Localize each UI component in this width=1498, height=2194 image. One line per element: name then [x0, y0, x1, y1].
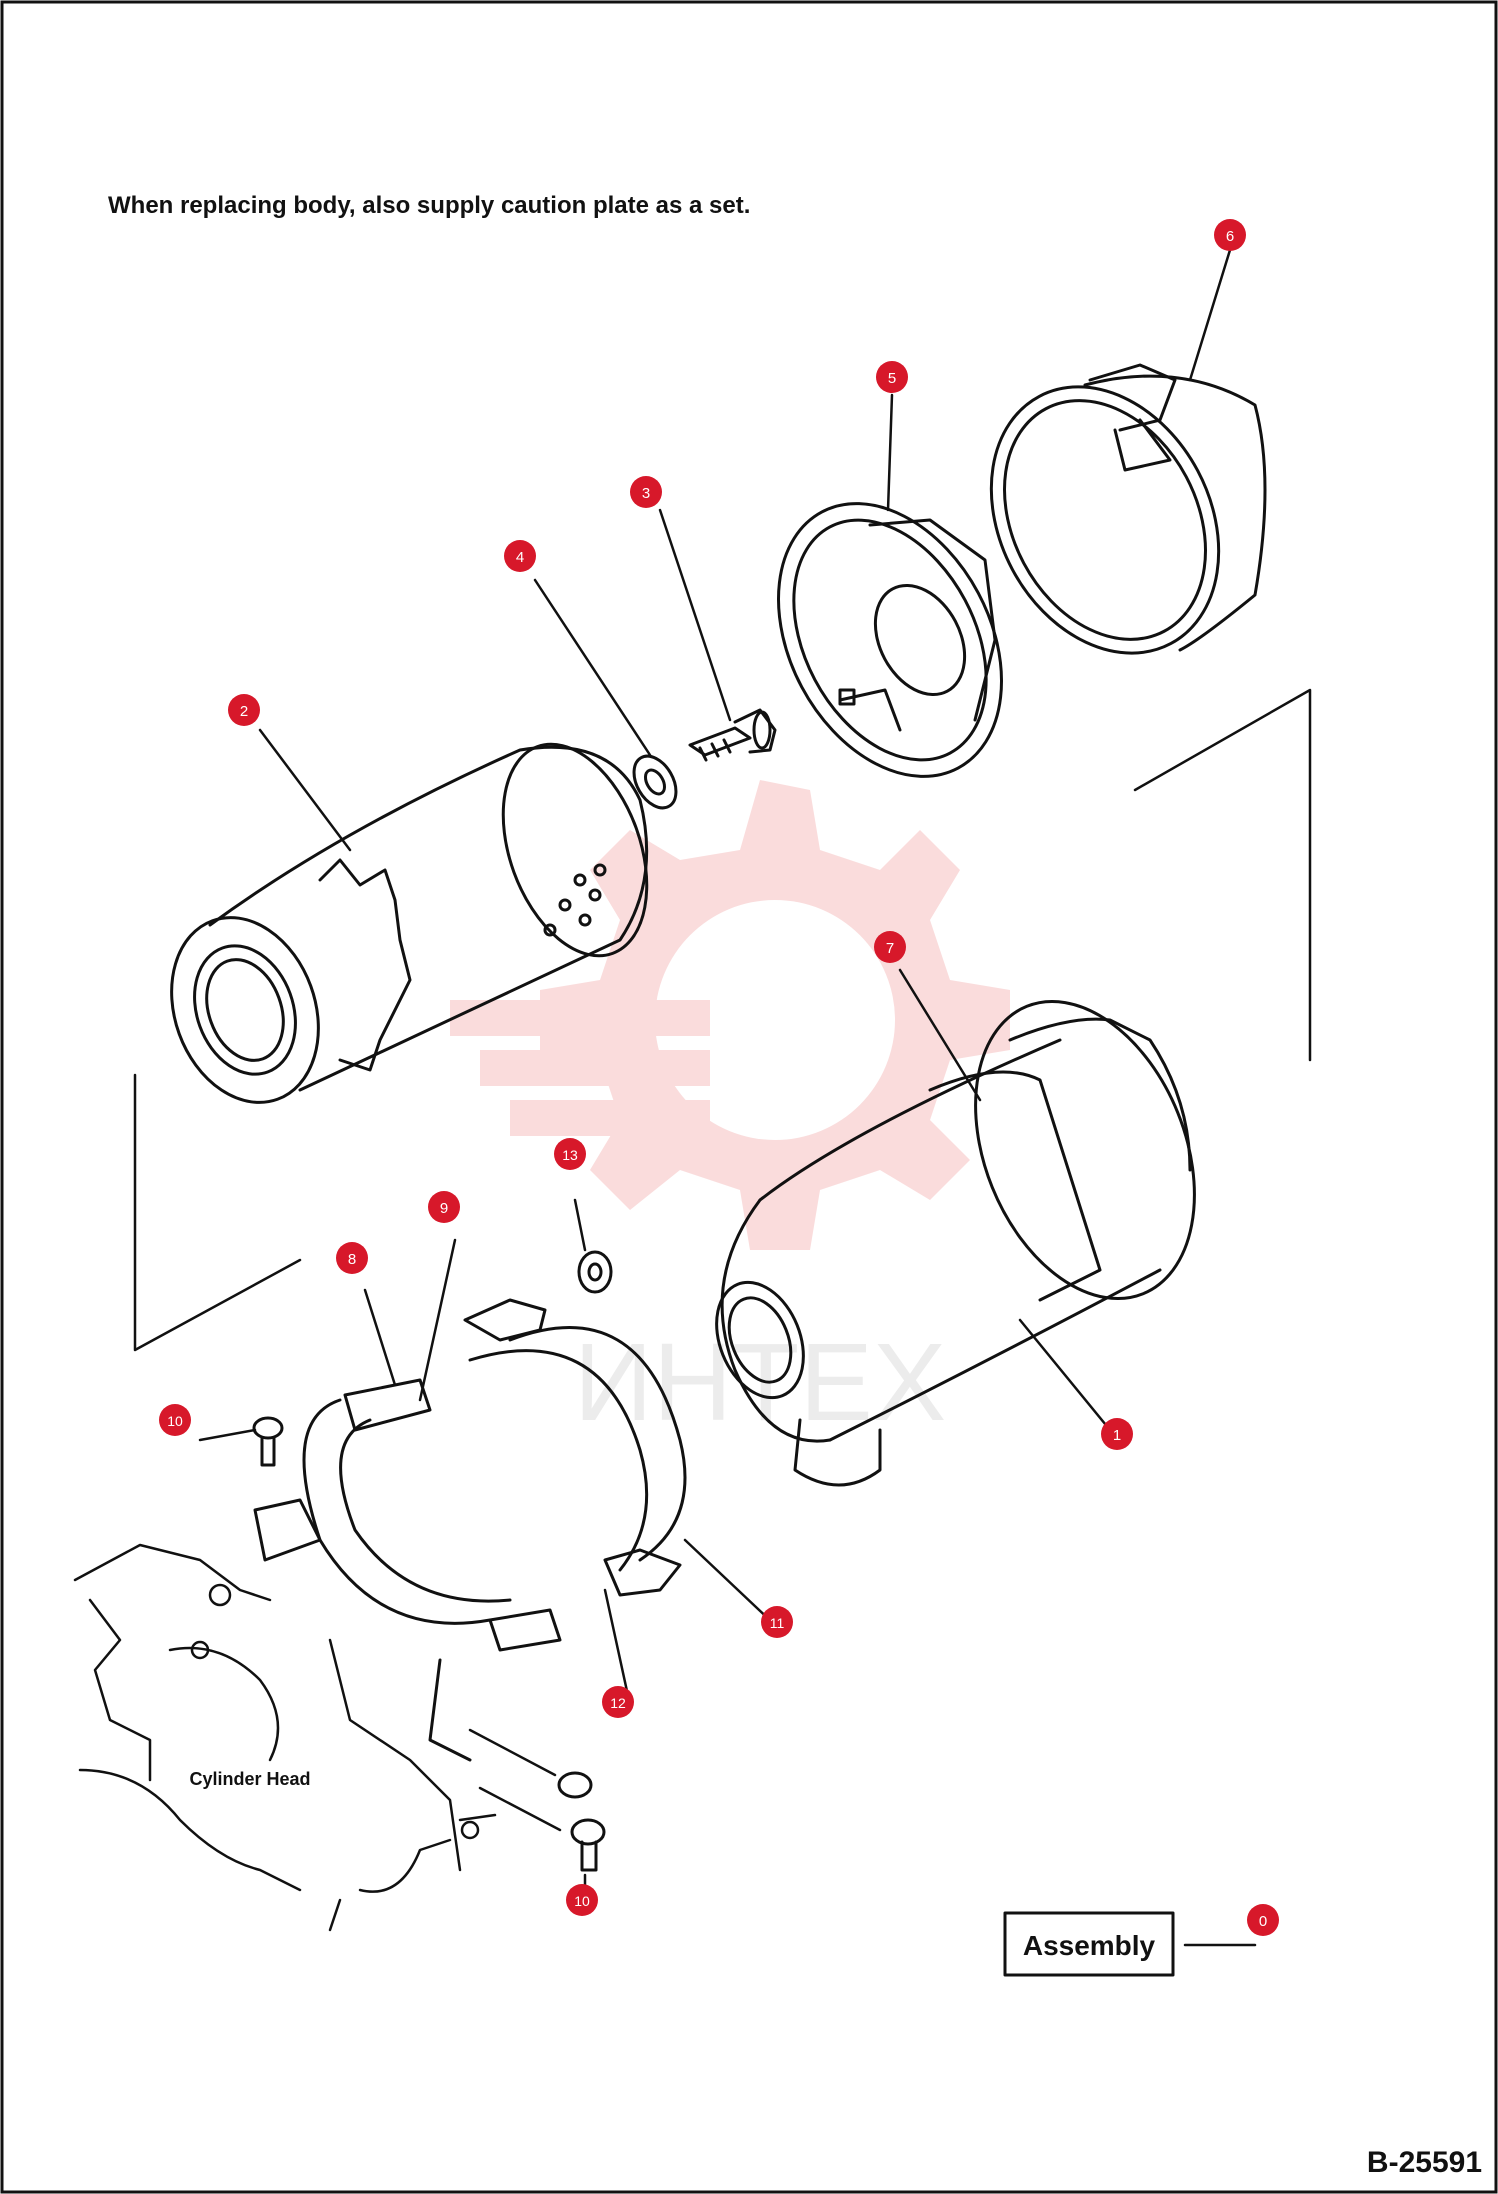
part-3-wing-bolt: [688, 708, 777, 762]
part-10-bolt-upper: [252, 1416, 284, 1467]
callout-badge: [504, 540, 536, 572]
watermark-bar-1: [450, 1000, 710, 1036]
callout-12[interactable]: 12: [602, 1686, 634, 1718]
callout-1[interactable]: 1: [1101, 1418, 1133, 1450]
drawing-code: B-25591: [1366, 2146, 1482, 2179]
callout-badge: [1214, 219, 1246, 251]
leader-lines: [133, 248, 1312, 1947]
callout-6[interactable]: 6: [1214, 219, 1246, 251]
callout-badge: [876, 361, 908, 393]
callout-2[interactable]: 2: [228, 694, 260, 726]
callout-10b[interactable]: 10: [566, 1884, 598, 1916]
callout-9[interactable]: 9: [428, 1191, 460, 1223]
callout-number: 6: [1226, 228, 1234, 245]
part-10-bolt-lower: [557, 1771, 606, 1872]
callout-badge: [1247, 1904, 1279, 1936]
callout-badge: [336, 1242, 368, 1274]
part-1-housing: [715, 999, 1196, 1487]
part-9-lower-band: [253, 1378, 562, 1762]
watermark-text: ИНТЕХ: [574, 1321, 946, 1444]
callout-badge: [228, 694, 260, 726]
watermark-gear-hole-icon: [655, 900, 895, 1140]
watermark-bar-3: [510, 1100, 710, 1136]
part-11-upper-band: [463, 1298, 687, 1597]
cylinder-head-sketch: [73, 1543, 497, 1932]
callout-number: 3: [642, 485, 650, 502]
part-13-nut: [577, 1250, 613, 1294]
callout-10a[interactable]: 10: [159, 1404, 191, 1436]
callout-number: 9: [440, 1200, 448, 1217]
callout-11[interactable]: 11: [761, 1606, 793, 1638]
replacement-note: When replacing body, also supply caution…: [108, 192, 751, 219]
callout-number: 2: [240, 703, 248, 720]
callout-number: 4: [516, 549, 524, 566]
part-6-clamp-band: [989, 363, 1267, 655]
callout-8[interactable]: 8: [336, 1242, 368, 1274]
callout-3[interactable]: 3: [630, 476, 662, 508]
cylinder-head-label: Cylinder Head: [189, 1769, 310, 1789]
callout-badge: [554, 1138, 586, 1170]
callout-5[interactable]: 5: [876, 361, 908, 393]
callout-badge: [566, 1884, 598, 1916]
callout-number: 5: [888, 370, 896, 387]
watermark-bar-2: [480, 1050, 710, 1086]
callout-4[interactable]: 4: [504, 540, 536, 572]
part-4-washer: [632, 754, 678, 810]
callout-number: 10: [167, 1413, 183, 1429]
part-5-cap: [777, 502, 1003, 778]
callout-badge: [602, 1686, 634, 1718]
part-2-filter-element: [170, 742, 649, 1104]
callout-badge: [630, 476, 662, 508]
callout-badge: [761, 1606, 793, 1638]
callout-number: 13: [562, 1147, 578, 1163]
callout-number: 12: [610, 1695, 626, 1711]
callout-number: 8: [348, 1251, 356, 1268]
callout-number: 11: [770, 1615, 785, 1631]
callout-0[interactable]: 0: [1247, 1904, 1279, 1936]
callout-number: 10: [574, 1893, 590, 1909]
callout-13[interactable]: 13: [554, 1138, 586, 1170]
callout-number: 0: [1259, 1913, 1267, 1930]
callout-badge: [428, 1191, 460, 1223]
callout-number: 1: [1113, 1427, 1121, 1444]
callout-number: 7: [886, 940, 894, 957]
watermark: ИНТЕХ: [450, 780, 1010, 1444]
callout-badge: [1101, 1418, 1133, 1450]
assembly-label: Assembly: [1023, 1930, 1156, 1961]
callout-badge: [874, 931, 906, 963]
assembly-box: [1003, 1911, 1175, 1977]
callout-badge: [159, 1404, 191, 1436]
callout-7[interactable]: 7: [874, 931, 906, 963]
